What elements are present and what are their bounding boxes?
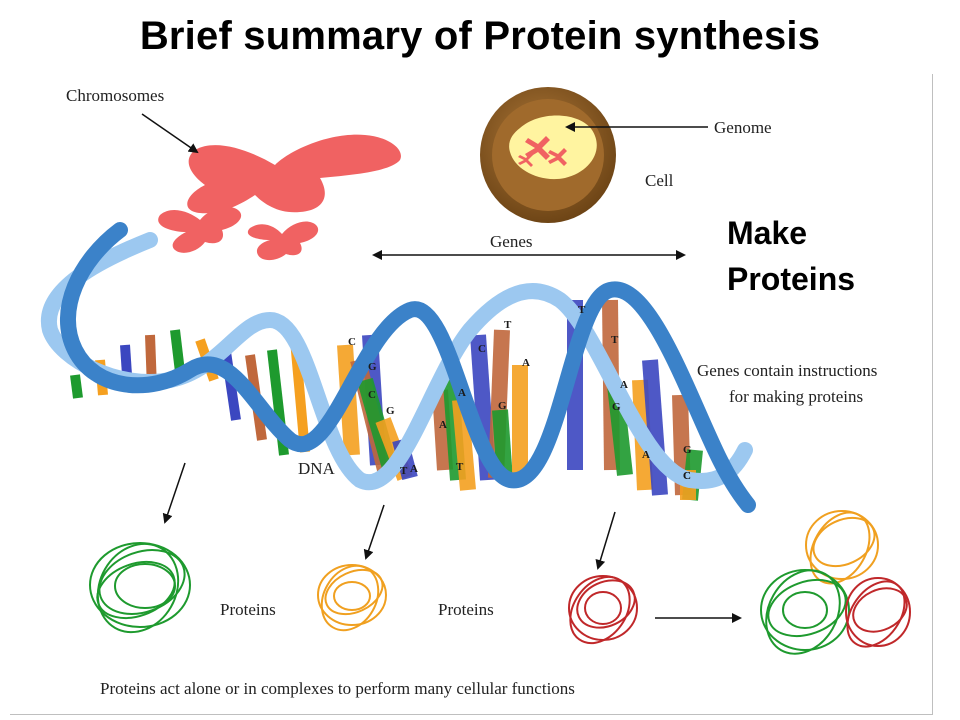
genes-label: Genes <box>490 232 533 251</box>
base-letter: A <box>620 379 628 391</box>
base-letter: C <box>683 470 691 482</box>
genome-label: Genome <box>714 118 772 137</box>
base-letter: C <box>478 343 486 355</box>
base-letter: G <box>368 361 377 373</box>
chromosome-small-2 <box>247 221 319 261</box>
base-letter: A <box>439 419 447 431</box>
protein-arrow-1 <box>162 462 186 524</box>
base-letter: A <box>410 463 418 475</box>
base-letter: A <box>642 449 650 461</box>
cell-illustration <box>480 87 616 223</box>
base-pair-rung <box>442 369 466 481</box>
base-pair-rung <box>432 389 453 471</box>
proteins-label-right: Proteins <box>438 600 494 619</box>
base-pair-rung <box>452 399 476 491</box>
diagram-frame <box>10 74 933 715</box>
dna-strand-dark <box>59 222 756 513</box>
base-letter: G <box>498 400 507 412</box>
dna-label: DNA <box>298 459 335 478</box>
protein-arrow-3 <box>595 511 616 570</box>
base-letter: T <box>611 334 619 346</box>
instructions-label-line1: Genes contain instructions <box>697 361 878 380</box>
protein-arrow-2 <box>363 504 385 560</box>
base-letter: C <box>368 389 376 401</box>
chromosomes-label: Chromosomes <box>66 86 165 105</box>
protein-complex <box>760 510 911 655</box>
protein-green <box>89 542 191 634</box>
protein-red <box>568 575 638 645</box>
instructions-label-line2: for making proteins <box>729 387 864 406</box>
chromosome-small-1 <box>158 206 242 253</box>
base-pair-rung <box>70 374 83 399</box>
chromosome-large <box>187 134 401 214</box>
base-letter: C <box>683 470 691 482</box>
base-letter: G <box>612 401 621 413</box>
genome-chromosomes <box>518 136 567 167</box>
base-letter: A <box>522 357 530 369</box>
base-letter: T <box>456 461 464 473</box>
base-letter: C <box>348 336 356 348</box>
base-pair-rung <box>642 359 668 496</box>
proteins-label-left: Proteins <box>220 600 276 619</box>
base-letter: G <box>386 405 395 417</box>
base-letter: A <box>458 387 466 399</box>
chromosomes-arrow <box>141 113 199 154</box>
callout-line-2: Proteins <box>727 261 856 297</box>
cell-label: Cell <box>645 171 674 190</box>
base-letter: T <box>578 304 586 316</box>
base-letter: T <box>504 319 512 331</box>
protein-orange <box>317 564 387 632</box>
base-letter: T <box>400 465 408 477</box>
callout-line-1: Make <box>727 215 808 251</box>
base-letter: G <box>683 444 692 456</box>
chromosome-group <box>158 134 401 261</box>
page-title: Brief summary of Protein synthesis <box>139 14 821 58</box>
base-pair-rung <box>170 329 185 373</box>
make-proteins-callout: Make Proteins <box>727 210 855 302</box>
caption: Proteins act alone or in complexes to pe… <box>100 679 575 698</box>
